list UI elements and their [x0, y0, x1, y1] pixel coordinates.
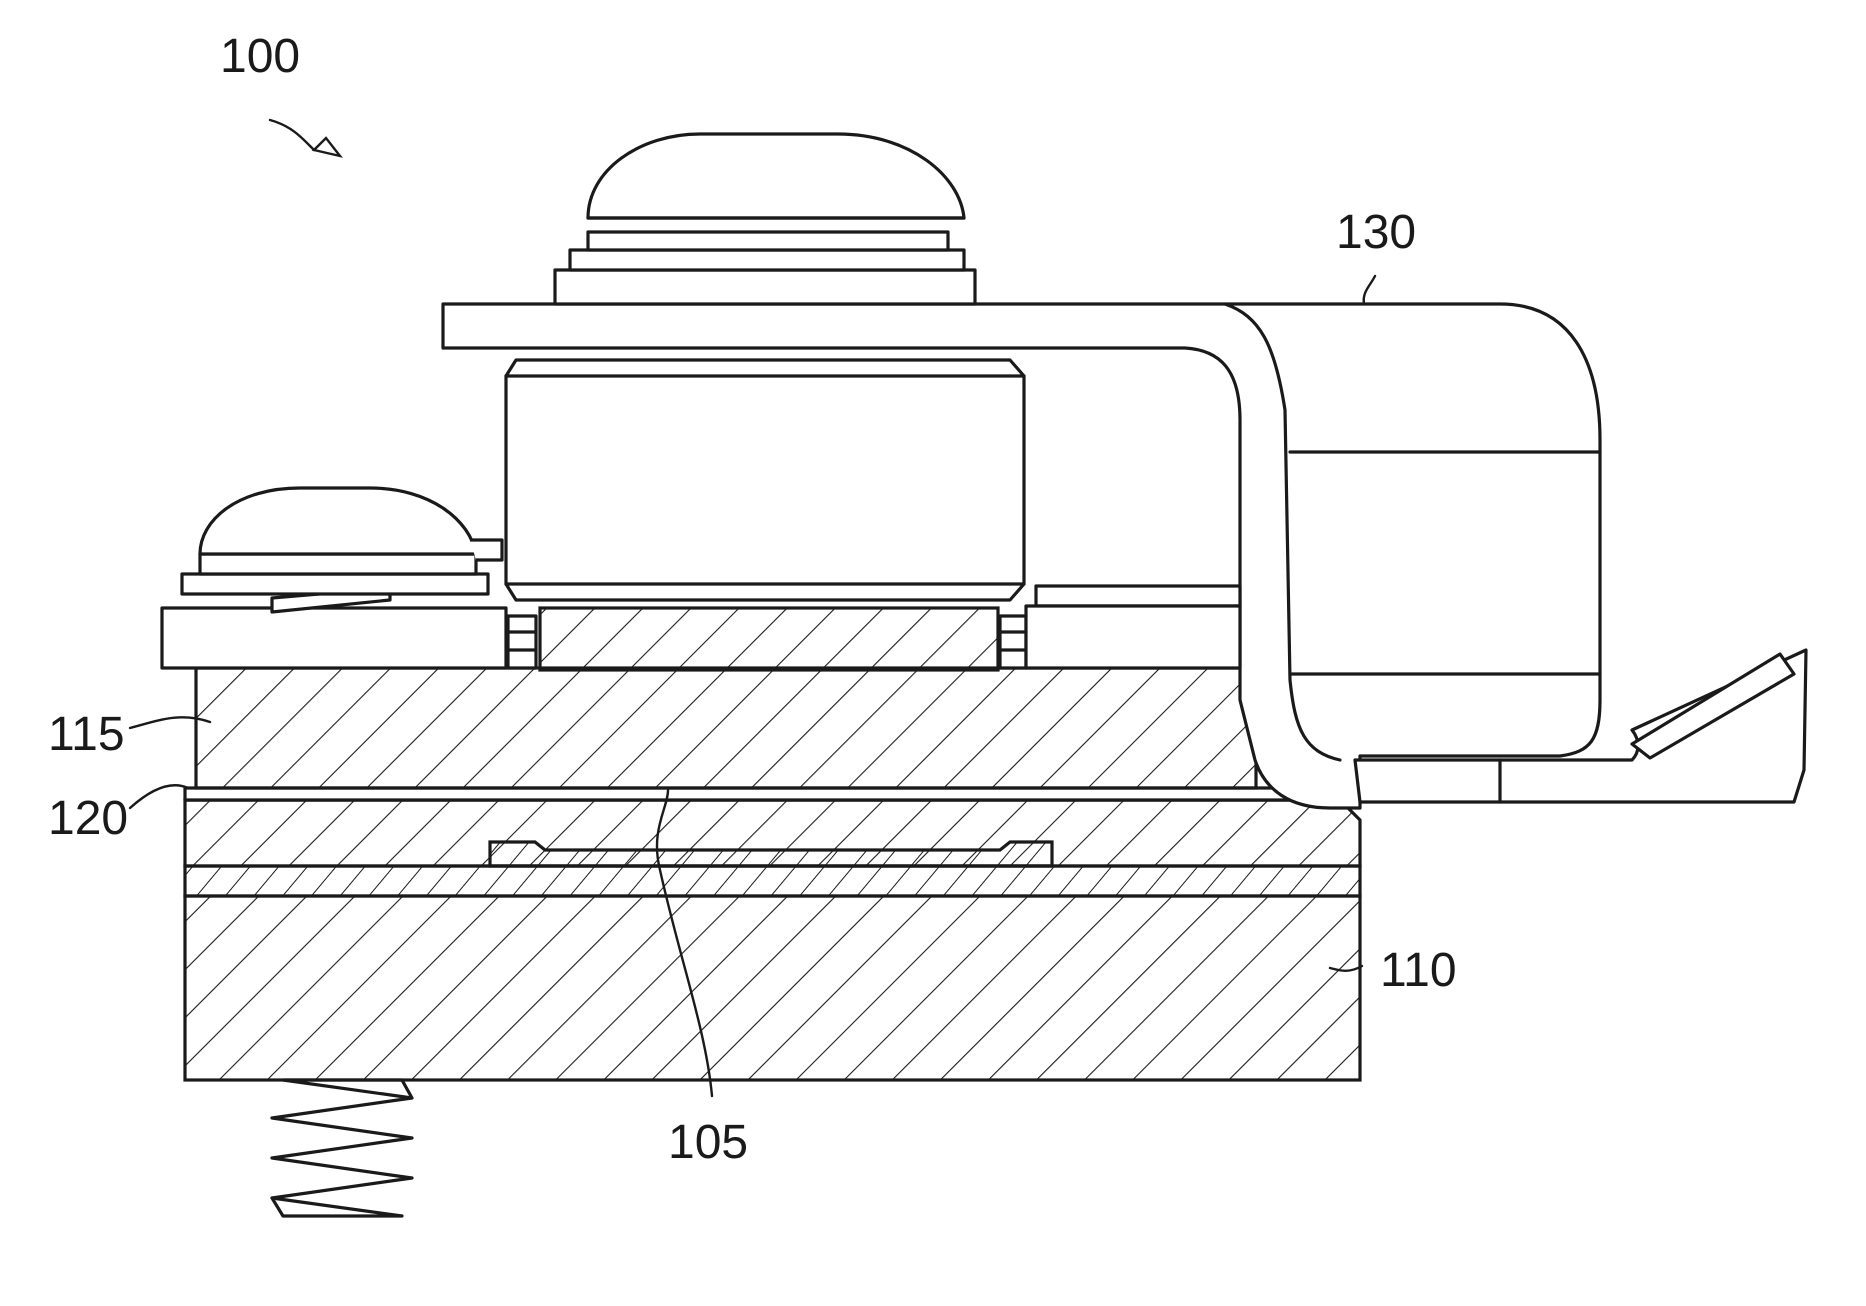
threaded-stud	[272, 1080, 412, 1216]
label-120: 120	[48, 792, 128, 845]
top-terminal	[555, 134, 975, 304]
left-terminal	[162, 488, 506, 668]
side-post-right	[1000, 616, 1026, 668]
label-130: 130	[1336, 206, 1416, 259]
right-strip	[1026, 586, 1240, 668]
interface-layer	[185, 788, 1303, 800]
label-110: 110	[1380, 944, 1457, 997]
conductive-layer	[185, 866, 1360, 896]
label-115: 115	[48, 708, 125, 761]
label-100: 100	[220, 30, 300, 83]
base-substrate	[185, 896, 1360, 1080]
central-body	[506, 360, 1024, 600]
side-post-left	[508, 616, 536, 668]
label-105: 105	[668, 1116, 748, 1169]
